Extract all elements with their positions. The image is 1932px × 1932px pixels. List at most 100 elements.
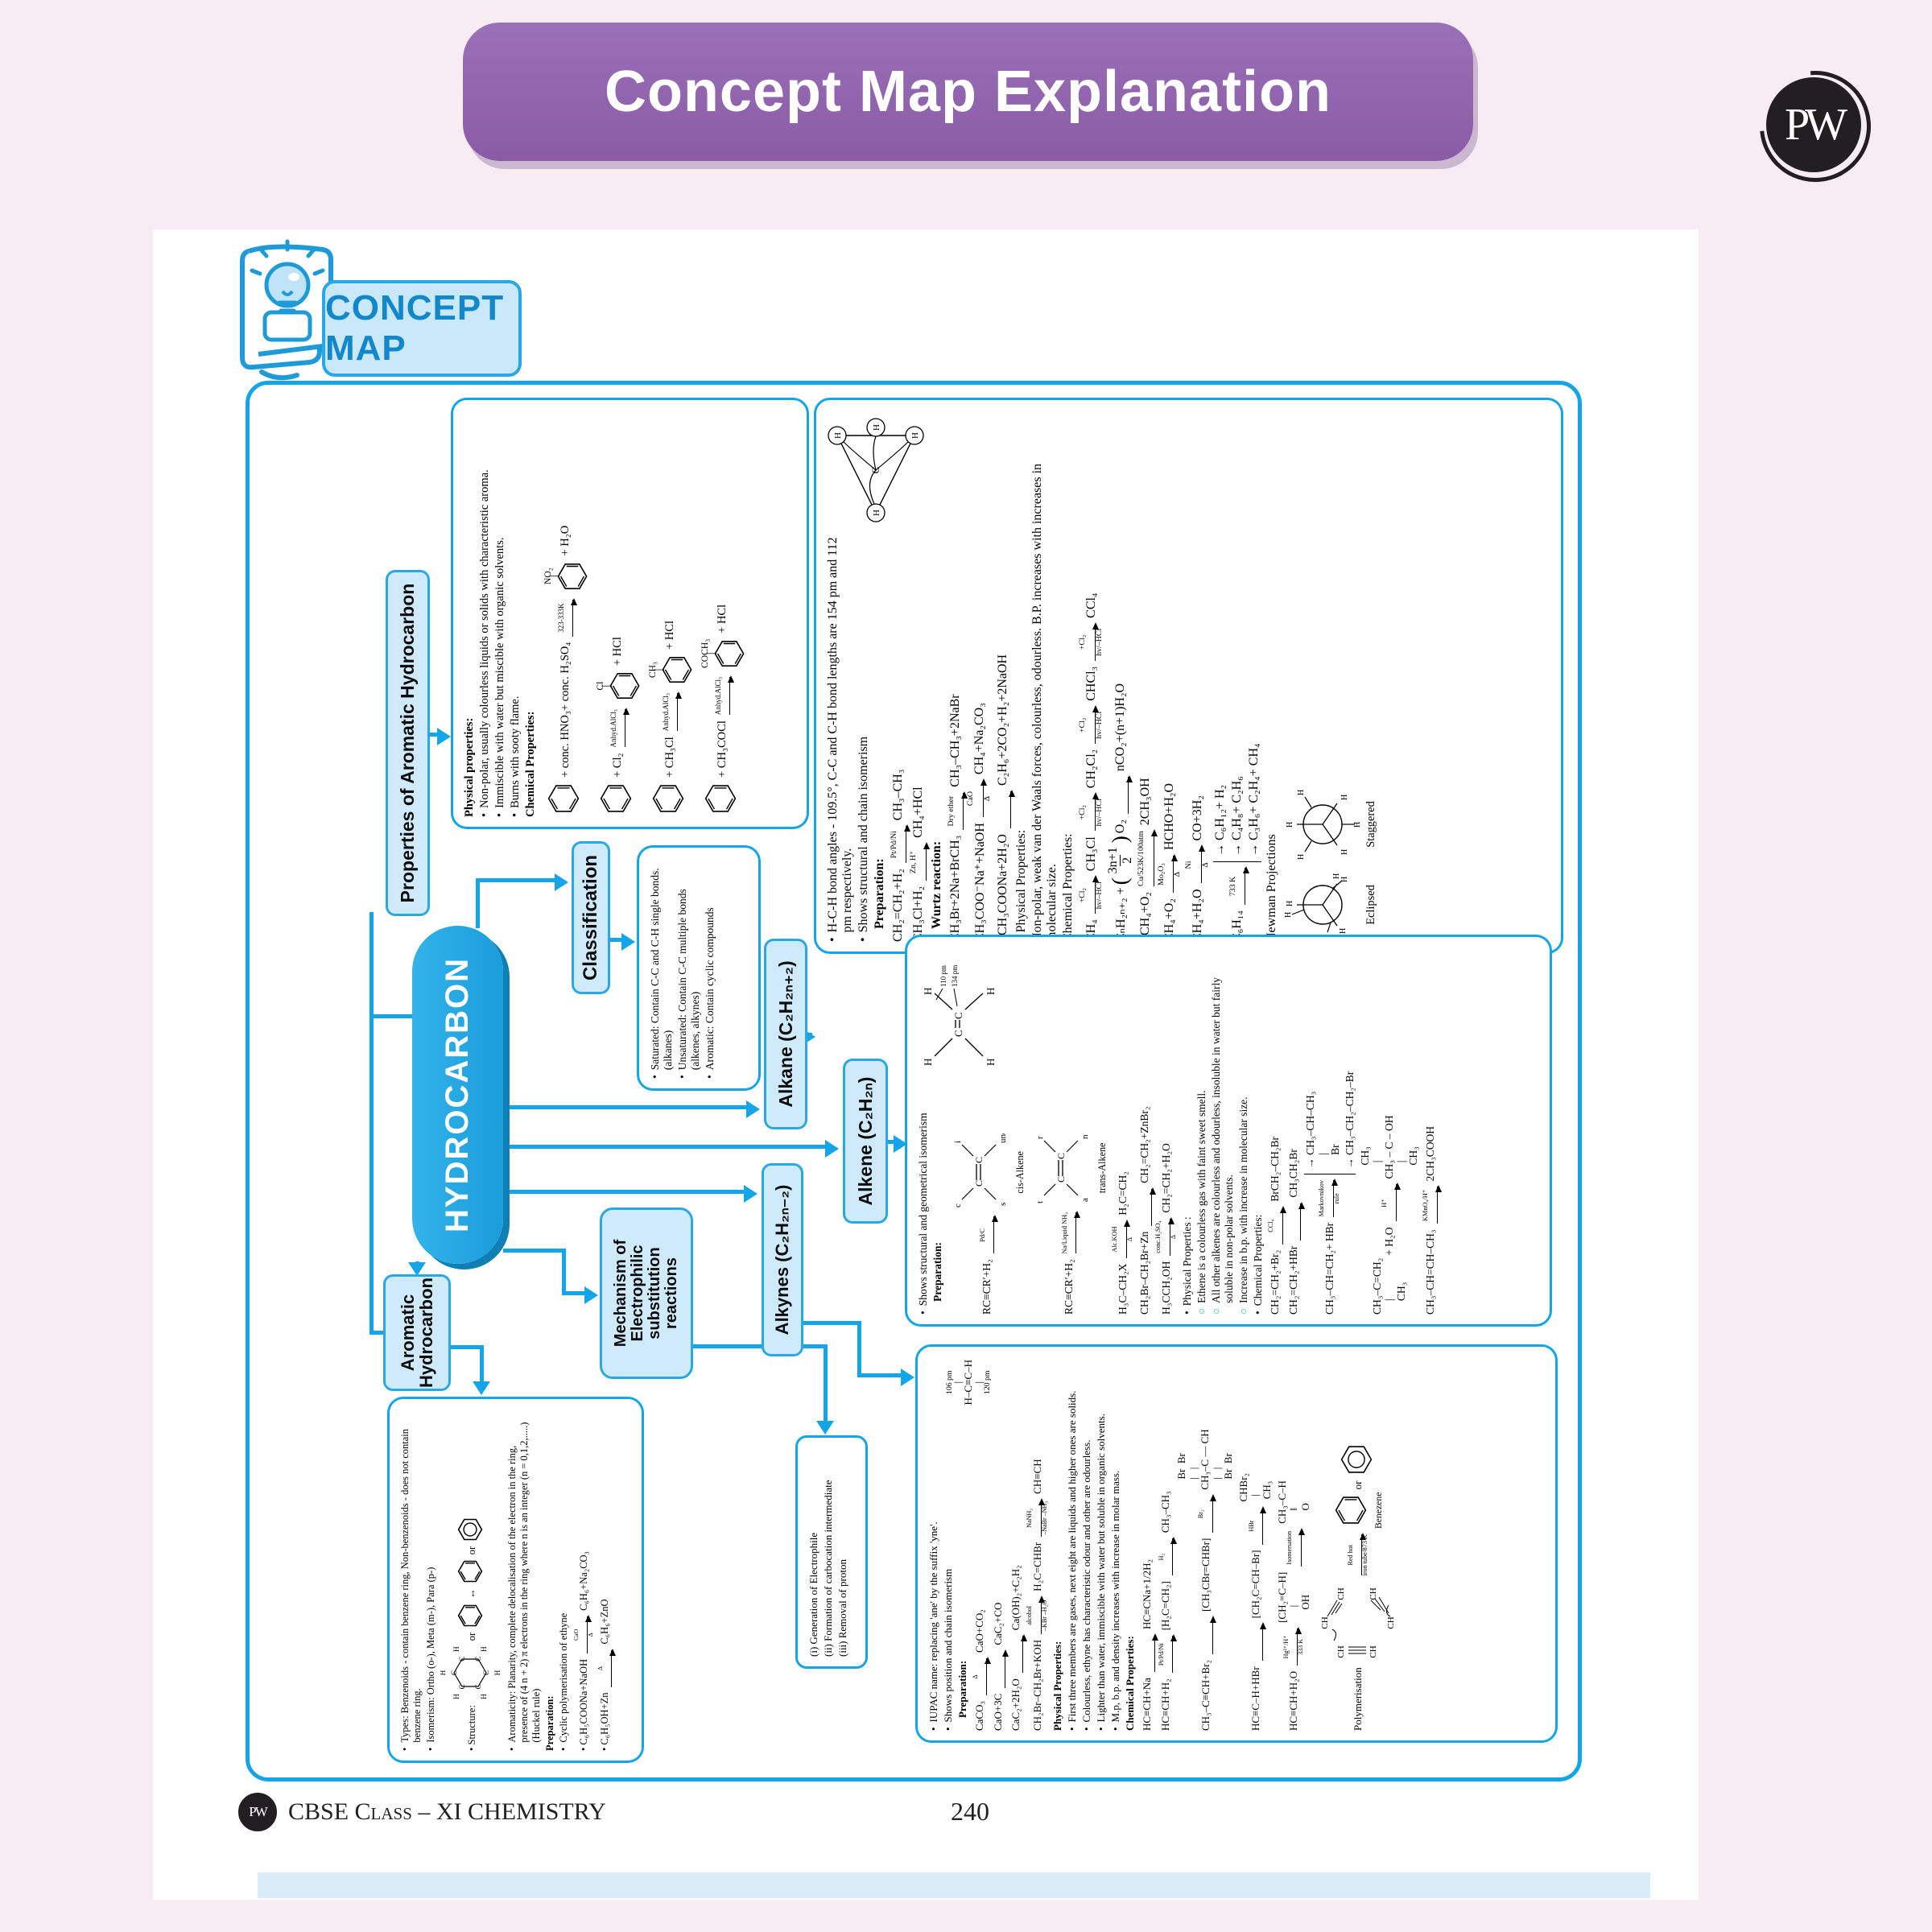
node-alkene[interactable]: Alkene (C₂H₂ₙ)	[843, 1059, 888, 1224]
svg-text:C: C	[952, 1012, 964, 1019]
svg-text:H: H	[1332, 873, 1341, 879]
svg-text:H: H	[1286, 901, 1294, 906]
bullet-text: Lighter than water, immiscible with wate…	[1095, 1414, 1108, 1723]
svg-text:H: H	[985, 988, 997, 995]
svg-text:C: C	[869, 467, 881, 474]
svg-text:C: C	[1055, 1153, 1067, 1159]
formula-text: CH₃Cl+H₂	[910, 886, 925, 942]
svg-text:C: C	[973, 1157, 985, 1163]
bullet-text: Cyclic polymerisation of ethyne	[558, 1612, 569, 1743]
bullet-text: Isomerism: Ortho (o-), Meta (m-), Para (…	[425, 1567, 436, 1743]
svg-text:H: H	[493, 1670, 500, 1675]
node-mechanism[interactable]: Mechanism of Electrophilic substitution …	[600, 1208, 693, 1379]
formula-text: CaC₂+2H₂O	[1009, 1678, 1022, 1731]
arrowhead	[584, 1286, 598, 1304]
product-branch-list: CH₃–CH–CH₃ | BrCH₃–CH₂–CH₂–Br	[1304, 1071, 1356, 1174]
formula-text: HC≡CH+H₂	[1158, 1678, 1171, 1731]
arrowhead	[473, 1381, 490, 1395]
bullet-text: Unsaturated: Contain C-C multiple bonds …	[676, 889, 701, 1071]
formula-text: + H₂O	[559, 525, 572, 556]
svg-text:H: H	[452, 1694, 460, 1699]
svg-text:C: C	[474, 1657, 482, 1662]
reaction-arrow: NaNH₂–NaBr –NH₃	[1026, 1499, 1048, 1537]
formula-text: HC≡C–H+HBr	[1249, 1666, 1261, 1731]
svg-text:H: H	[452, 1646, 460, 1652]
svg-text:H: H	[922, 1059, 934, 1066]
reaction-arrow: Pt/Pd/Ni	[1158, 1636, 1174, 1674]
arrowhead	[744, 1185, 758, 1203]
bullet-item: •Aromaticity: Planarity, complete deloca…	[506, 1409, 543, 1751]
bullet-marker: •	[826, 937, 840, 942]
section-heading: Chemical Properties:	[1124, 1636, 1137, 1731]
formula-text: O₂	[1113, 819, 1128, 834]
formula-text: CHCl₃	[1084, 666, 1098, 701]
reaction-arrow	[1198, 1616, 1213, 1654]
svg-text:r: r	[1035, 1136, 1045, 1139]
svg-text:H: H	[872, 424, 881, 431]
bullet-item: •Shows position and chain isomerism	[942, 1414, 955, 1731]
bullet-text: All other alkenes are colourless and odo…	[1209, 976, 1235, 1303]
formula-text: + CH₃Cl	[663, 737, 676, 778]
concept-map-badge: CONCEPT MAP	[322, 280, 522, 377]
equation-line: CH₂Br–CH₂Br+Zn CH₂=CH₂+ZnBr₂	[1137, 947, 1153, 1315]
arrowhead	[437, 728, 451, 745]
bullet-item: •Immiscible with water but miscible with…	[493, 410, 507, 817]
formula-text: H₃C–CH₂X	[1116, 1263, 1129, 1315]
svg-text:undefined: undefined	[998, 1133, 1008, 1143]
footer: PW CBSE Class – XI CHEMISTRY	[238, 1791, 606, 1833]
svg-text:H: H	[1284, 912, 1293, 918]
svg-text:CH: CH	[1336, 1646, 1346, 1658]
svg-text:H: H	[440, 1670, 447, 1675]
bullet-text: Types: Benzenoids - contain benzene ring…	[399, 1428, 423, 1743]
node-properties-aromatic[interactable]: Properties of Aromatic Hydrocarbon	[386, 570, 430, 916]
svg-text:C: C	[458, 1657, 466, 1662]
formula-text: or	[465, 1632, 477, 1641]
ethyne-cyclic-polymerisation-diagram: CH CH CH CH CH CH	[1320, 1588, 1396, 1658]
reaction-arrow: Δ	[972, 1657, 988, 1695]
node-alkynes-label: Alkynes (C₂H₂ₙ₋₂)	[772, 1184, 793, 1335]
benzene-ring-diagram	[1340, 1446, 1373, 1474]
node-alkynes[interactable]: Alkynes (C₂H₂ₙ₋₂)	[762, 1163, 803, 1356]
node-alkane[interactable]: Alkane (C₂H₂ₙ₊₂)	[764, 939, 807, 1129]
node-properties-label: Properties of Aromatic Hydrocarbon	[397, 583, 419, 903]
formula-text: HC≡CNa+1/2H₂	[1141, 1558, 1154, 1630]
formula-text: [CH₂C=CH–Br]	[1249, 1550, 1261, 1619]
bullet-item: •Aromatic: Contain cyclic compounds	[704, 857, 716, 1079]
bullet-text: H-C-H bond angles - 109.5°, C-C and C-H …	[826, 537, 854, 933]
footer-text: CBSE Class – XI CHEMISTRY	[288, 1798, 606, 1825]
reaction-arrow: Dry ether	[947, 792, 964, 830]
bullet-text: Increase in b.p. with increase in molecu…	[1236, 1096, 1249, 1303]
node-classification[interactable]: Classification	[572, 841, 610, 994]
bullet-text: IUPAC name: replacing 'ane' by the suffi…	[927, 1521, 939, 1723]
bullet-text: First three members are gases, next eigh…	[1066, 1390, 1079, 1723]
benzene-ring-diagram	[557, 563, 588, 589]
formula-text: CₙH₂ₙ₊₂ +	[1114, 887, 1129, 942]
bullet-text: Ethene is a colourless gas with faint sw…	[1195, 1090, 1208, 1303]
benzene-ring-diagram	[704, 785, 737, 812]
bullet-marker: •	[493, 812, 506, 817]
node-hydrocarbon[interactable]: HYDROCARBON	[412, 926, 503, 1264]
formula-text: CH₂Br–CH₂Br+KOH	[1030, 1639, 1043, 1731]
svg-text:c: c	[953, 1203, 963, 1208]
structure-diagram: Br Br | | CH₃–C — CH | | Br Br	[1175, 1429, 1235, 1490]
bullet-marker: •	[509, 812, 522, 817]
svg-text:CH: CH	[1368, 1588, 1378, 1600]
benzene-ring-diagram	[547, 785, 580, 812]
formula-text: Polymerisation	[1352, 1667, 1364, 1731]
reaction-arrow: Hg²⁺/H⁺333 K	[1282, 1628, 1305, 1666]
benzene-ring-diagram	[457, 1560, 483, 1583]
node-aromatic-hydrocarbon[interactable]: Aromatic Hydrocarbon	[383, 1274, 451, 1391]
svg-text:C: C	[952, 1030, 964, 1037]
bullet-item: •First three members are gases, next eig…	[1066, 1356, 1079, 1731]
